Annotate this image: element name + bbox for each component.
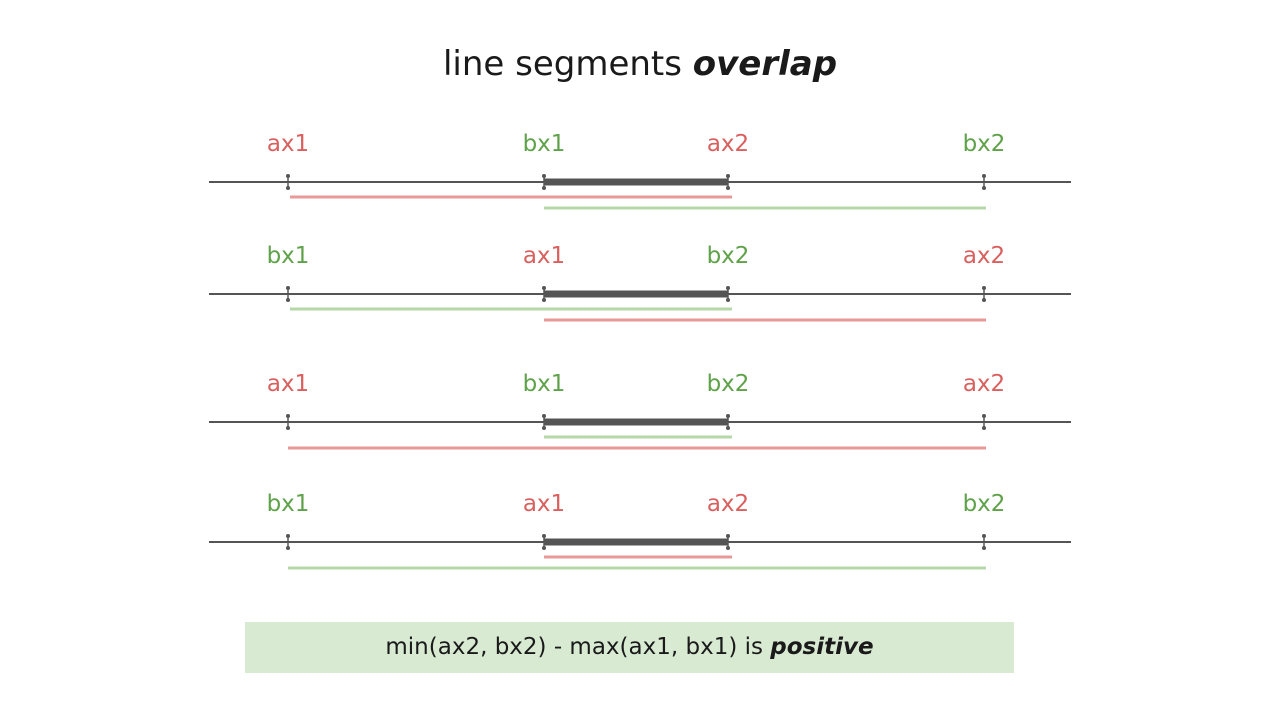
endpoint-label-bx2: bx2	[963, 491, 1006, 517]
endpoint-label-bx1: bx1	[267, 243, 310, 269]
tick-dot	[286, 286, 290, 290]
tick-dot	[286, 414, 290, 418]
endpoint-label-ax2: ax2	[707, 131, 749, 157]
tick-dot	[286, 186, 290, 190]
tick-dot	[542, 298, 546, 302]
tick-dot	[982, 174, 986, 178]
diagram-title: line segments overlap	[0, 44, 1280, 84]
formula-text: min(ax2, bx2) - max(ax1, bx1) is	[385, 634, 771, 660]
endpoint-label-bx1: bx1	[267, 491, 310, 517]
tick-dot	[982, 186, 986, 190]
tick-dot	[542, 546, 546, 550]
endpoint-label-bx2: bx2	[963, 131, 1006, 157]
tick-dot	[726, 174, 730, 178]
tick-dot	[542, 426, 546, 430]
tick-dot	[286, 546, 290, 550]
formula-emphasis: positive	[770, 634, 874, 660]
tick-dot	[542, 534, 546, 538]
endpoint-label-ax2: ax2	[707, 491, 749, 517]
endpoint-label-ax2: ax2	[963, 371, 1005, 397]
endpoint-label-ax2: ax2	[963, 243, 1005, 269]
endpoint-label-bx1: bx1	[523, 131, 566, 157]
tick-dot	[286, 426, 290, 430]
tick-dot	[982, 534, 986, 538]
tick-dot	[982, 298, 986, 302]
tick-dot	[726, 426, 730, 430]
title-emphasis: overlap	[692, 44, 838, 84]
tick-dot	[286, 534, 290, 538]
endpoint-label-bx2: bx2	[707, 243, 750, 269]
tick-dot	[982, 286, 986, 290]
endpoint-label-ax1: ax1	[523, 491, 565, 517]
tick-dot	[726, 546, 730, 550]
tick-dot	[982, 426, 986, 430]
formula-box: min(ax2, bx2) - max(ax1, bx1) is positiv…	[245, 622, 1014, 673]
title-text: line segments	[442, 44, 693, 84]
tick-dot	[726, 298, 730, 302]
tick-dot	[726, 186, 730, 190]
tick-dot	[286, 174, 290, 178]
tick-dot	[726, 286, 730, 290]
tick-dot	[726, 534, 730, 538]
tick-dot	[542, 414, 546, 418]
tick-dot	[542, 286, 546, 290]
endpoint-label-bx1: bx1	[523, 371, 566, 397]
tick-dot	[982, 546, 986, 550]
tick-dot	[726, 414, 730, 418]
endpoint-label-ax1: ax1	[267, 371, 309, 397]
tick-dot	[982, 414, 986, 418]
tick-dot	[542, 186, 546, 190]
tick-dot	[286, 298, 290, 302]
endpoint-label-bx2: bx2	[707, 371, 750, 397]
tick-dot	[542, 174, 546, 178]
endpoint-label-ax1: ax1	[523, 243, 565, 269]
endpoint-label-ax1: ax1	[267, 131, 309, 157]
